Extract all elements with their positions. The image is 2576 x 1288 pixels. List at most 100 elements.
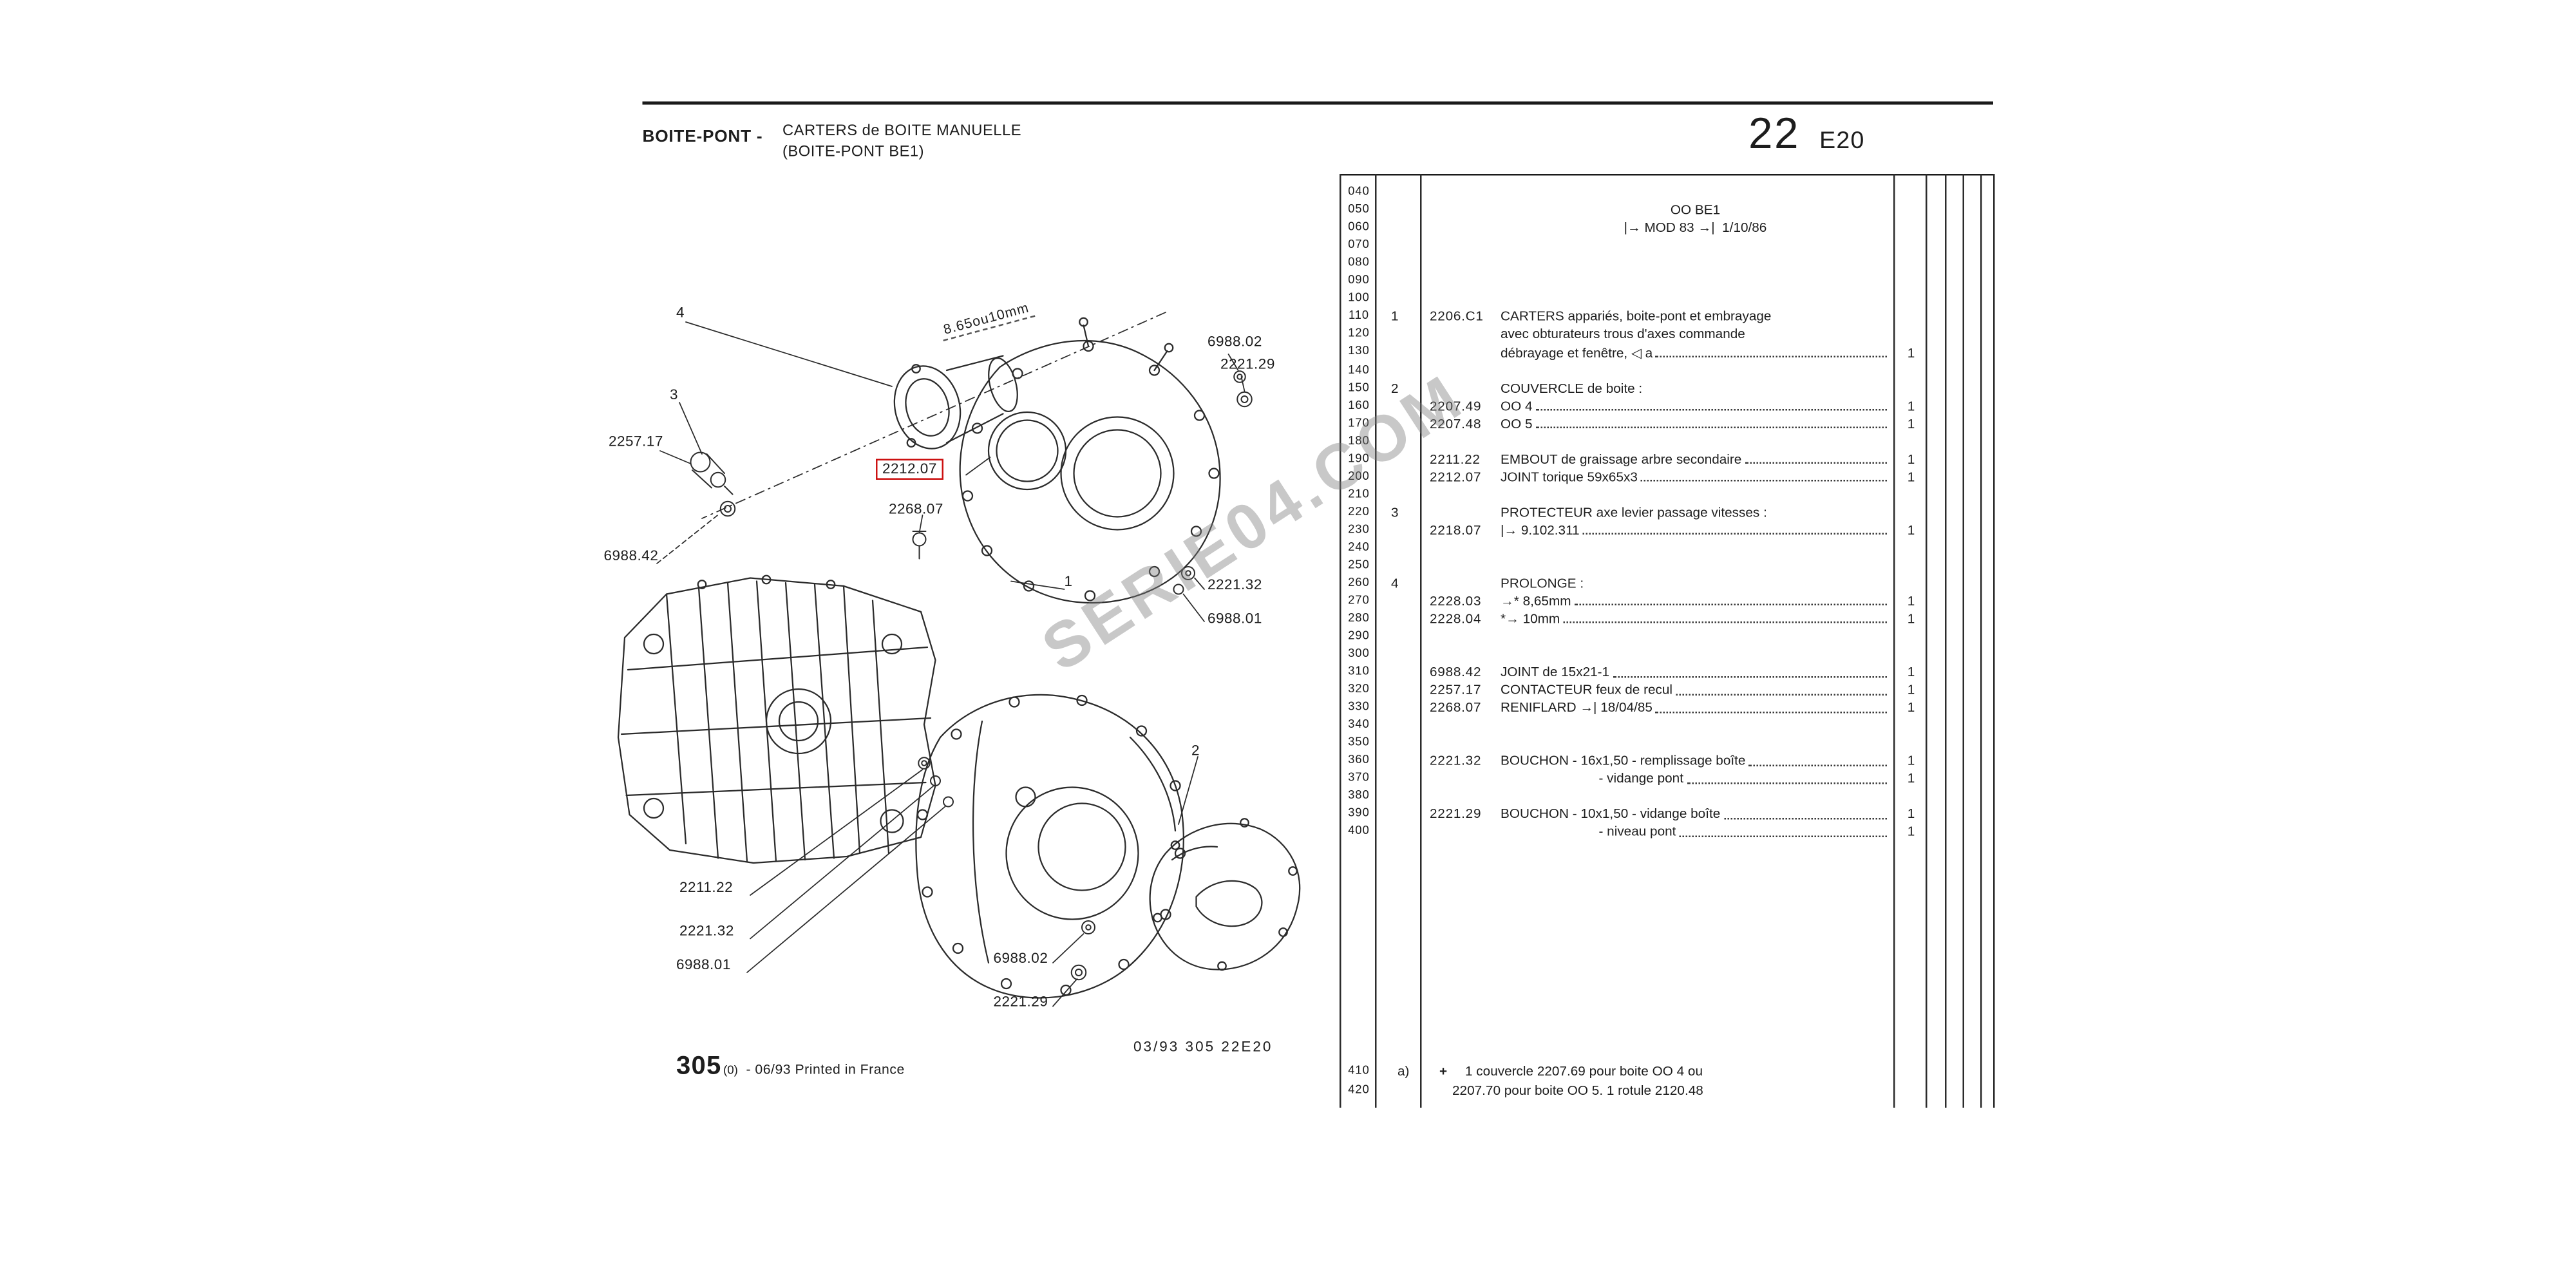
part-description: débrayage et fenêtre, ◁ a	[1501, 343, 1653, 360]
dotted-leader	[1582, 533, 1887, 535]
section-title: BOITE-PONT -	[642, 127, 763, 147]
item-ref: 2	[1391, 379, 1399, 395]
callout-2212-07-highlighted[interactable]: 2212.07	[876, 459, 943, 480]
table-row: avec obturateurs trous d'axes commande	[1340, 326, 1993, 344]
row-number: 260	[1348, 574, 1370, 589]
row-number: 240	[1348, 538, 1370, 554]
row-number: 180	[1348, 432, 1370, 448]
row-number: 350	[1348, 734, 1370, 749]
row-number: 210	[1348, 486, 1370, 500]
callout-item-4: 4	[676, 304, 685, 321]
quantity: 1	[1907, 752, 1915, 768]
table-row: 2221.29 BOUCHON - 10x1,50 - vidange boît…	[1340, 806, 1993, 824]
row-number: 090	[1348, 272, 1370, 287]
part-description: - vidange pont	[1598, 770, 1683, 786]
footnote-line: 2207.70 pour boite OO 5. 1 rotule 2120.4…	[1340, 1082, 1993, 1100]
dotted-leader	[1574, 604, 1887, 606]
part-description: JOINT de 15x21-1	[1501, 663, 1610, 679]
page-subtitle: (BOITE-PONT BE1)	[782, 143, 925, 162]
quantity: 1	[1907, 805, 1915, 822]
table-row: 2207.49 OO 4 1	[1340, 397, 1993, 415]
table-top-rule	[1340, 174, 1993, 176]
table-grid-line	[1375, 174, 1377, 1108]
table-row: 6988.42 JOINT de 15x21-1 1	[1340, 663, 1993, 681]
part-description: PROTECTEUR axe levier passage vitesses :	[1501, 503, 1767, 520]
part-number: 2221.29	[1430, 805, 1482, 822]
row-number: 340	[1348, 716, 1370, 732]
quantity: 1	[1907, 699, 1915, 715]
row-number: 280	[1348, 610, 1370, 625]
part-description: - niveau pont	[1598, 823, 1676, 840]
row-number: 380	[1348, 788, 1370, 802]
row-number: 420	[1348, 1082, 1370, 1097]
row-number: 100	[1348, 290, 1370, 305]
part-number: 2268.07	[1430, 699, 1482, 715]
applicability-period: |→ MOD 83 →| 1/10/86	[1624, 219, 1767, 236]
table-row: 2228.04 *→ 10mm 1	[1340, 610, 1993, 628]
table-row: 2211.22 EMBOUT de graissage arbre second…	[1340, 450, 1993, 468]
top-rule	[642, 101, 1993, 104]
callout-2221-29-bottom: 2221.29	[993, 993, 1048, 1010]
part-description: CONTACTEUR feux de recul	[1501, 681, 1673, 697]
quantity: 1	[1907, 343, 1915, 360]
part-description: *→ 10mm	[1501, 610, 1560, 627]
quantity: 1	[1907, 397, 1915, 413]
row-number: 310	[1348, 663, 1370, 678]
quantity: 1	[1907, 610, 1915, 627]
row-number: 390	[1348, 805, 1370, 820]
part-description: COUVERCLE de boite :	[1501, 379, 1643, 395]
callout-2221-29-top: 2221.29	[1220, 355, 1275, 372]
rear-cover-flange	[959, 317, 1221, 604]
footnote-symbol: +	[1439, 1063, 1448, 1079]
table-row: 3 PROTECTEUR axe levier passage vitesses…	[1340, 504, 1993, 522]
item-ref: 4	[1391, 574, 1399, 591]
table-row: 2221.32 BOUCHON - 16x1,50 - remplissage …	[1340, 752, 1993, 770]
part-description: EMBOUT de graissage arbre secondaire	[1501, 450, 1742, 466]
callout-2221-32-bottom: 2221.32	[679, 922, 734, 939]
callout-2221-32-right: 2221.32	[1208, 576, 1262, 592]
part-number: 2228.03	[1430, 592, 1482, 609]
row-number: 050	[1348, 202, 1370, 216]
dotted-leader	[1676, 693, 1887, 695]
table-row: 1 2206.C1 CARTERS appariés, boite-pont e…	[1340, 308, 1993, 326]
dotted-leader	[1535, 426, 1887, 429]
row-number: 320	[1348, 681, 1370, 696]
table-grid-line	[1980, 174, 1982, 1108]
extension-sleeve	[893, 355, 1018, 450]
axis-line	[701, 312, 1166, 519]
dotted-leader	[1613, 675, 1887, 677]
table-grid-line	[1962, 174, 1964, 1108]
part-number: 2207.49	[1430, 397, 1482, 413]
part-description: |→ 9.102.311	[1501, 521, 1580, 538]
part-number: 2257.17	[1430, 681, 1482, 697]
row-number: 300	[1348, 645, 1370, 660]
table-grid-line	[1945, 174, 1947, 1108]
print-reference: 305 (0) - 06/93 Printed in France	[676, 1053, 905, 1082]
part-number: 2206.C1	[1430, 308, 1484, 325]
callout-6988-02-bottom: 6988.02	[993, 950, 1048, 966]
part-description: CARTERS appariés, boite-pont et embrayag…	[1501, 308, 1772, 325]
print-code: 305	[676, 1053, 722, 1081]
callout-6988-01-bottom: 6988.01	[676, 956, 731, 972]
quantity: 1	[1907, 823, 1915, 840]
part-description: OO 4	[1501, 397, 1533, 413]
item-ref: 1	[1391, 308, 1399, 325]
callout-2257-17: 2257.17	[609, 433, 663, 450]
table-row: 2268.07 RENIFLARD →| 18/04/85 1	[1340, 699, 1993, 717]
part-number: 2221.32	[1430, 752, 1482, 768]
dotted-leader	[1535, 409, 1887, 411]
row-number: 270	[1348, 592, 1370, 607]
quantity: 1	[1907, 450, 1915, 466]
part-number: 6988.42	[1430, 663, 1482, 679]
table-row: 2 COUVERCLE de boite :	[1340, 379, 1993, 397]
row-number: 230	[1348, 521, 1370, 536]
dotted-leader	[1656, 355, 1887, 357]
row-number: 400	[1348, 823, 1370, 838]
part-number: 2212.07	[1430, 468, 1482, 484]
row-number: 140	[1348, 361, 1370, 376]
quantity: 1	[1907, 468, 1915, 484]
page-number-block: 22 E20	[1748, 109, 1865, 160]
row-number: 150	[1348, 379, 1370, 394]
dotted-leader	[1563, 621, 1887, 624]
